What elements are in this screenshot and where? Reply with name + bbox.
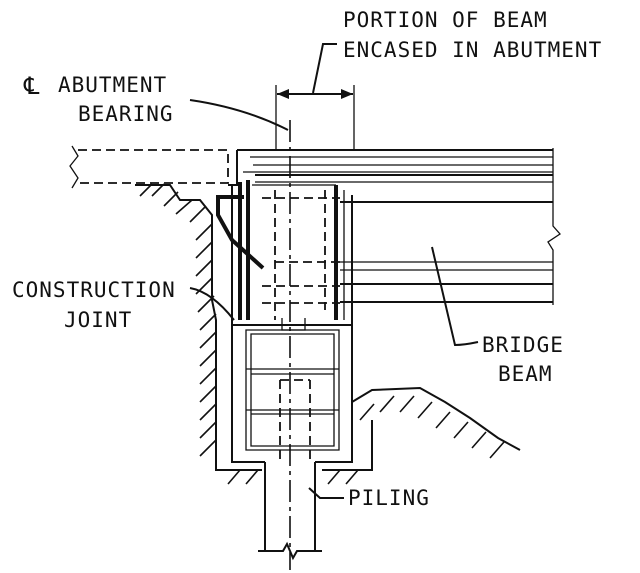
abutment-label-line1: ABUTMENT	[58, 73, 167, 97]
bridge-label-line1: BRIDGE	[482, 333, 564, 357]
abutment-label-line2: BEARING	[78, 102, 174, 126]
piling-label: PILING	[348, 486, 430, 510]
portion-label-line1: PORTION OF BEAM	[343, 8, 548, 32]
dimension-portion-of-beam	[275, 85, 355, 150]
portion-label-line2: ENCASED IN ABUTMENT	[343, 38, 602, 62]
construction-label-line1: CONSTRUCTION	[12, 278, 176, 302]
construction-label-line2: JOINT	[64, 308, 132, 332]
bridge-label-line2: BEAM	[498, 362, 553, 386]
bridge-beam	[255, 148, 561, 331]
piling	[258, 379, 322, 561]
centerline-symbol: ℄	[23, 72, 40, 100]
earth-hatching	[135, 183, 521, 485]
reinforcement-bars	[216, 171, 553, 320]
